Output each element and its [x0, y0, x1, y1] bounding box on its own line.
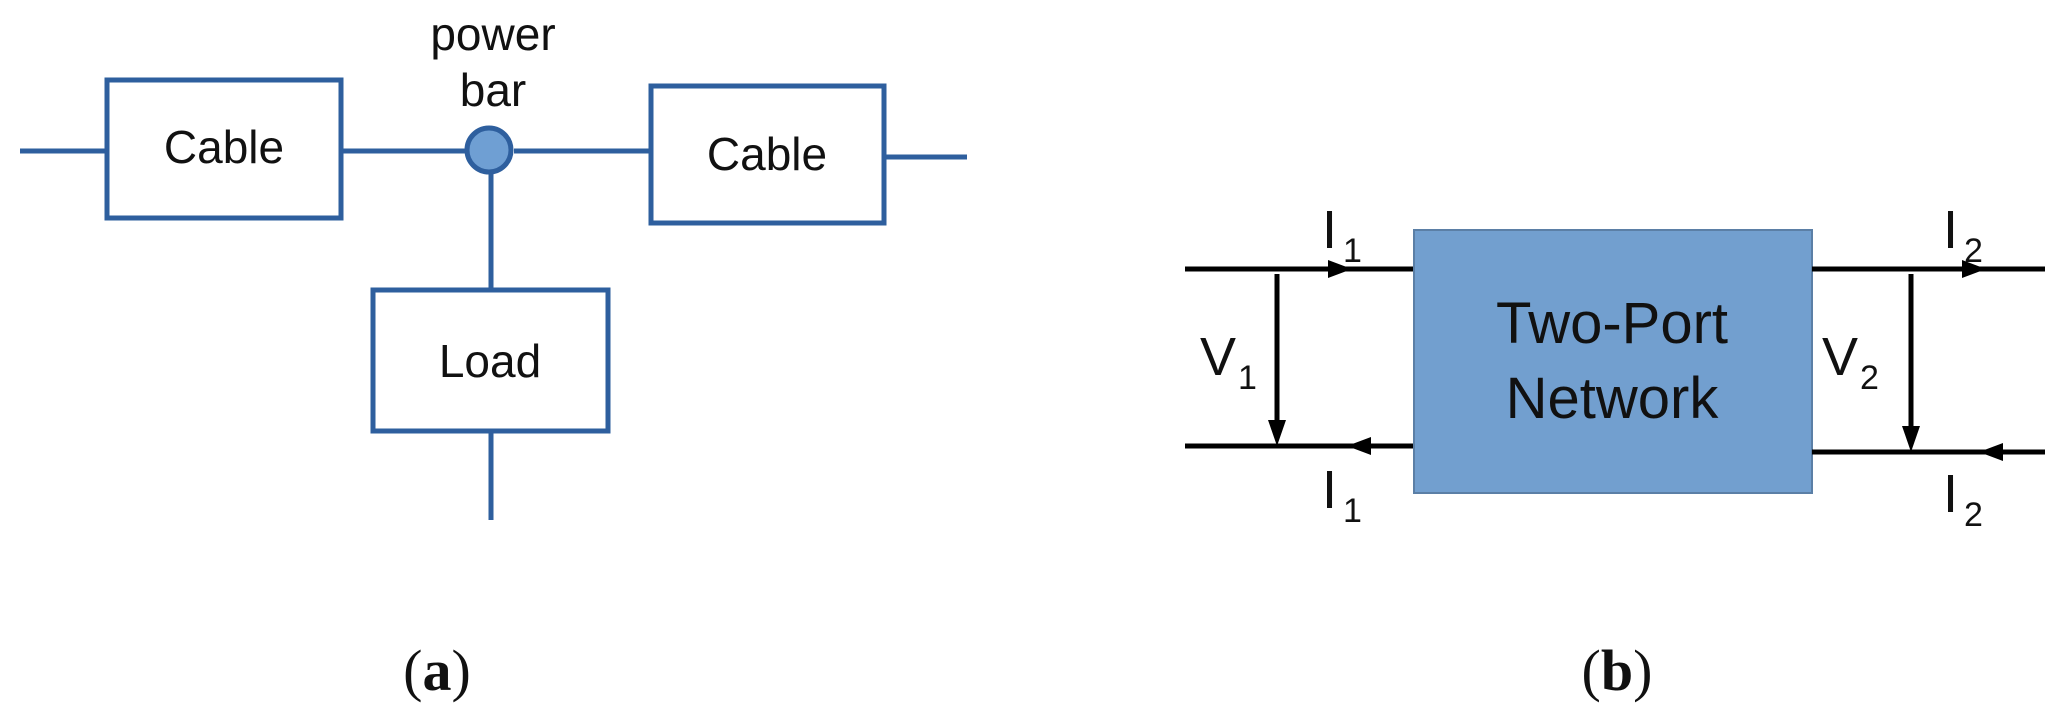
two-port-network-box [1413, 229, 1813, 494]
power-bar-label-line2: bar [460, 64, 526, 116]
network-label-line2: Network [1506, 366, 1720, 431]
label-port2-voltage: V2 [1822, 327, 1879, 397]
load-label: Load [439, 335, 541, 387]
cable-box-left [104, 77, 344, 221]
panel-b-caption: (b) [1582, 638, 1653, 703]
cable-right-label: Cable [707, 128, 827, 180]
load-box [370, 287, 611, 434]
arrow-port2-voltage-head [1902, 426, 1920, 452]
cable-box-right [648, 83, 887, 226]
panel-a-caption: (a) [403, 638, 471, 703]
arrow-port1-voltage-head [1268, 420, 1286, 446]
arrow-port2-bottom-current [1979, 443, 2003, 461]
arrow-port1-bottom-current [1347, 437, 1371, 455]
power-bar-label-line1: power [430, 8, 555, 60]
label-port1-voltage: V1 [1200, 327, 1257, 397]
arrow-port2-top-current [1962, 260, 1986, 278]
network-label-line1: Two-Port [1496, 291, 1728, 356]
arrow-port1-top-current [1328, 260, 1352, 278]
cable-left-label: Cable [164, 121, 284, 173]
power-bar-node [464, 125, 514, 175]
panel-a-cable-network: Cable Cable Load power bar [20, 8, 967, 520]
